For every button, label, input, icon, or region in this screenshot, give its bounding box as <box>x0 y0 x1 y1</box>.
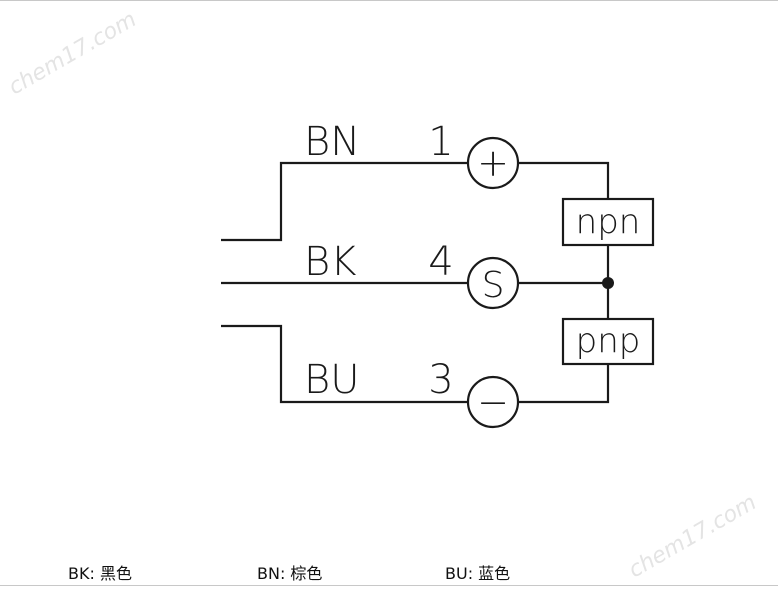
terminal-plus <box>466 136 520 190</box>
npn-label: npn <box>576 202 641 242</box>
terminal-minus-symbol: − <box>477 380 509 424</box>
wire-label-bu: BU <box>304 357 359 403</box>
wire-label-bk: BK <box>304 239 356 285</box>
pnp-box <box>561 317 655 366</box>
terminal-s <box>466 256 520 310</box>
legend-bk: BK: 黑色 <box>68 564 132 583</box>
pnp-label: pnp <box>576 321 641 361</box>
junction-dot <box>602 277 614 289</box>
legend-bu: BU: 蓝色 <box>445 564 511 583</box>
terminal-s-symbol: S <box>482 265 505 306</box>
wire-bu <box>221 324 468 404</box>
wire-minus-to-rail <box>518 364 610 404</box>
legend-bn: BN: 棕色 <box>257 564 323 583</box>
terminal-plus-symbol: + <box>477 141 509 185</box>
pin-number-4: 4 <box>428 239 453 285</box>
wire-label-bn: BN <box>304 119 360 165</box>
top-border <box>0 0 778 1</box>
npn-box <box>561 197 655 247</box>
pin-number-1: 1 <box>428 119 453 165</box>
watermark-bottom-right: chem17.com <box>625 490 761 583</box>
pin-number-3: 3 <box>428 357 453 403</box>
bottom-border <box>0 585 778 586</box>
watermark-top-left: chem17.com <box>5 7 141 100</box>
terminal-minus <box>466 375 520 429</box>
wire-bn <box>221 161 468 242</box>
wire-plus-to-rail <box>518 161 610 199</box>
